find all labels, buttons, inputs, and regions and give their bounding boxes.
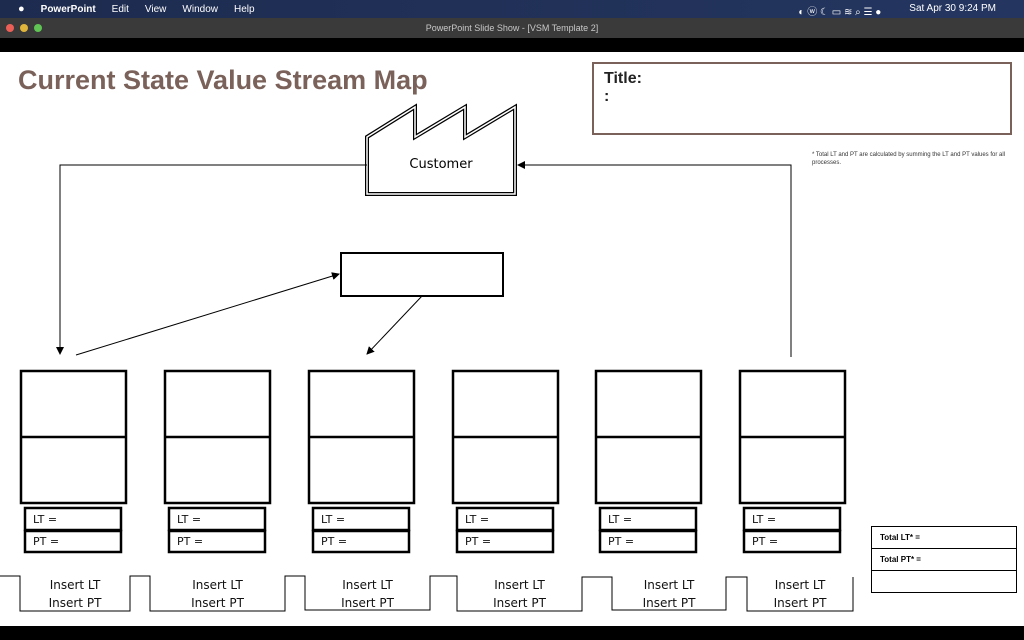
- pt-box[interactable]: [23, 529, 123, 554]
- timeline-segment[interactable]: Insert LT Insert PT: [305, 576, 430, 612]
- pt-label: PT =: [33, 535, 60, 548]
- timeline-segment[interactable]: Insert LT Insert PT: [747, 576, 853, 612]
- pt-label: PT =: [465, 535, 492, 548]
- insert-pt: Insert PT: [773, 596, 827, 610]
- insert-lt: Insert LT: [494, 578, 545, 592]
- insert-pt: Insert PT: [341, 596, 394, 610]
- insert-lt: Insert LT: [643, 578, 695, 592]
- insert-pt: Insert PT: [642, 596, 696, 610]
- insert-lt: Insert LT: [192, 578, 243, 592]
- insert-lt: Insert LT: [49, 578, 101, 592]
- pt-box[interactable]: [311, 529, 411, 554]
- footnote: * Total LT and PT are calculated by summ…: [812, 152, 1005, 166]
- pt-box[interactable]: [167, 529, 267, 554]
- customer-label: Customer: [409, 157, 473, 172]
- insert-pt: Insert PT: [48, 596, 102, 610]
- total-pt: Total PT* =: [872, 549, 1016, 571]
- pt-label: PT =: [321, 535, 348, 548]
- lt-label: LT =: [321, 513, 346, 526]
- timeline-segment[interactable]: Insert LT Insert PT: [612, 576, 726, 612]
- menu-window[interactable]: Window: [182, 3, 218, 15]
- page-title: Current State Value Stream Map: [18, 65, 428, 95]
- lt-label: LT =: [608, 513, 633, 526]
- status-icons[interactable]: ◐ ⓦ ☾ ▭ ≋ ⌕ ☰ ●: [798, 7, 882, 18]
- timeline: [0, 575, 854, 612]
- insert-pt: Insert PT: [191, 596, 244, 610]
- menu-help[interactable]: Help: [233, 3, 255, 15]
- slide: Current State Value Stream Map Title: : …: [0, 52, 1024, 626]
- timeline-segment[interactable]: Insert LT Insert PT: [457, 576, 582, 612]
- title-label: Title:: [604, 70, 642, 87]
- timeline-segment[interactable]: Insert LT Insert PT: [150, 576, 285, 612]
- lt-label: LT =: [177, 513, 202, 526]
- menu-view[interactable]: View: [144, 3, 167, 15]
- window-titlebar: PowerPoint Slide Show - [VSM Template 2]: [0, 18, 1024, 38]
- clock[interactable]: Sat Apr 30 9:24 PM: [909, 3, 996, 14]
- control-box: [340, 252, 504, 297]
- insert-lt: Insert LT: [774, 578, 826, 592]
- lt-label: LT =: [465, 513, 490, 526]
- lt-label: LT =: [752, 513, 777, 526]
- minimize-button[interactable]: [20, 24, 28, 32]
- menu-edit[interactable]: Edit: [111, 3, 129, 15]
- insert-lt: Insert LT: [342, 578, 393, 592]
- title-value[interactable]: :: [604, 88, 610, 105]
- totals-box: Total LT* = Total PT* =: [871, 526, 1017, 593]
- title-box[interactable]: Title: :: [592, 62, 1012, 135]
- pt-box[interactable]: [598, 529, 698, 554]
- pt-box[interactable]: [742, 529, 842, 554]
- timeline-segment[interactable]: Insert LT Insert PT: [20, 576, 130, 612]
- pt-label: PT =: [608, 535, 635, 548]
- insert-pt: Insert PT: [493, 596, 546, 610]
- diagram-lines: [0, 103, 854, 612]
- close-button[interactable]: [6, 24, 14, 32]
- pt-label: PT =: [177, 535, 204, 548]
- window-title: PowerPoint Slide Show - [VSM Template 2]: [425, 23, 599, 33]
- pt-label: PT =: [752, 535, 779, 548]
- apple-icon[interactable]: ●: [18, 3, 25, 15]
- zoom-button[interactable]: [34, 24, 42, 32]
- total-lt: Total LT* =: [872, 527, 1016, 549]
- menu-app[interactable]: PowerPoint: [40, 3, 96, 15]
- lt-label: LT =: [33, 513, 58, 526]
- pt-box[interactable]: [455, 529, 555, 554]
- menu-bar: ● PowerPoint Edit View Window Help ◐ ⓦ ☾…: [0, 0, 1024, 18]
